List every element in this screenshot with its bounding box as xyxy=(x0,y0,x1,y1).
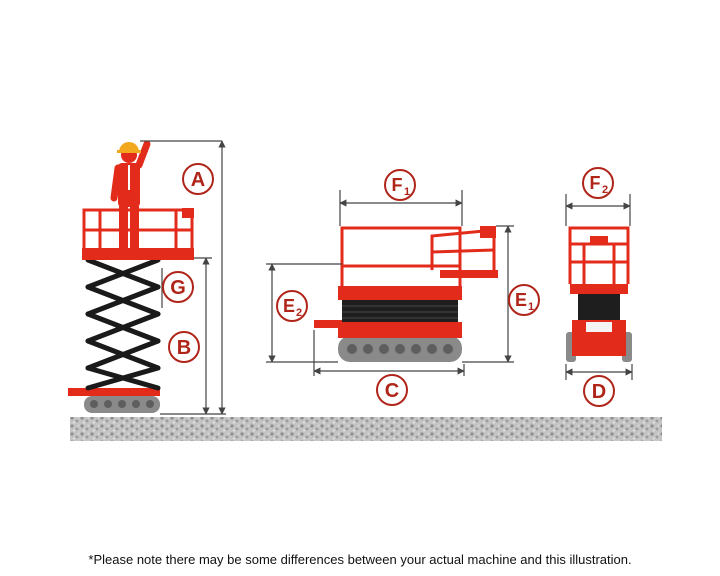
svg-text:B: B xyxy=(177,337,191,359)
svg-text:2: 2 xyxy=(602,184,608,196)
svg-text:E: E xyxy=(283,296,295,316)
front-view-lift xyxy=(566,226,632,362)
dimension-lines-side xyxy=(140,140,226,415)
label-B: B xyxy=(168,331,200,363)
ground xyxy=(70,417,662,441)
label-F1: F 1 xyxy=(384,169,416,201)
svg-text:1: 1 xyxy=(528,301,534,313)
dimension-lines-stowed xyxy=(266,190,514,376)
label-E1: E 1 xyxy=(508,284,540,316)
svg-text:G: G xyxy=(170,277,186,299)
svg-text:A: A xyxy=(191,169,205,191)
helmet-icon xyxy=(117,142,141,153)
svg-text:F: F xyxy=(392,175,403,195)
svg-text:2: 2 xyxy=(296,307,302,319)
side-view-stowed-lift xyxy=(314,226,498,362)
label-D: D xyxy=(583,375,615,407)
svg-text:1: 1 xyxy=(404,186,410,198)
svg-text:F: F xyxy=(590,173,601,193)
svg-text:E: E xyxy=(515,290,527,310)
scissor-arms xyxy=(85,257,161,391)
label-G: G xyxy=(162,271,194,303)
svg-text:D: D xyxy=(592,381,606,403)
disclaimer-footnote: *Please note there may be some differenc… xyxy=(88,552,632,567)
svg-text:C: C xyxy=(385,380,399,402)
label-E2: E 2 xyxy=(276,290,308,322)
side-view-raised-lift xyxy=(68,208,194,413)
label-A: A xyxy=(182,163,214,195)
label-C: C xyxy=(376,374,408,406)
dimension-lines-front xyxy=(565,194,633,380)
worker-icon xyxy=(110,140,151,248)
label-F2: F 2 xyxy=(582,167,614,199)
